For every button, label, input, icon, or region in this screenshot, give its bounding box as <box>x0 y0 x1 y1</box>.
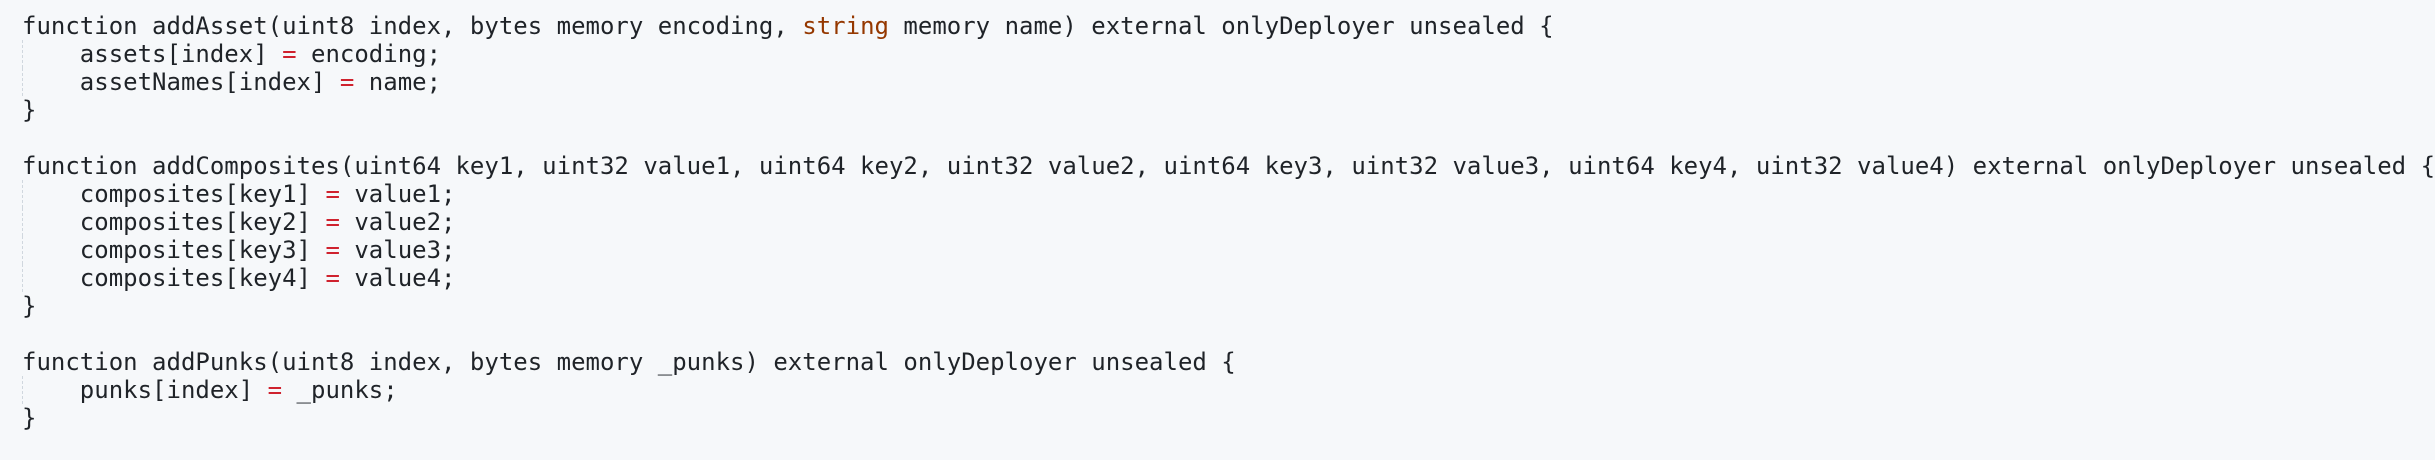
code-token: assetNames[index] <box>22 68 340 96</box>
code-token: _punks; <box>282 376 398 404</box>
type-keyword-token: string <box>802 12 889 40</box>
code-line: composites[key4] = value4; <box>22 264 1752 292</box>
code-token: value2; <box>339 208 456 236</box>
indent-guide <box>22 68 23 96</box>
operator-token: = <box>267 376 283 404</box>
blank-line <box>22 124 1752 152</box>
code-line: function addAsset(uint8 index, bytes mem… <box>22 12 1752 40</box>
code-token: function addPunks(uint8 index, bytes mem… <box>22 348 1236 376</box>
operator-token: = <box>339 68 355 96</box>
code-token: memory name) external onlyDeployer unsea… <box>888 12 1554 40</box>
code-token: composites[key1] <box>22 180 326 208</box>
operator-token: = <box>325 264 340 292</box>
code-line: } <box>22 292 1752 320</box>
code-token: encoding; <box>296 40 442 68</box>
code-token: punks[index] <box>22 376 268 404</box>
indent-guide <box>22 180 23 208</box>
code-token: composites[key3] <box>22 236 326 264</box>
code-token: value3; <box>339 236 456 264</box>
code-line: composites[key2] = value2; <box>22 208 1752 236</box>
code-token: } <box>22 96 37 124</box>
blank-line <box>22 320 1752 348</box>
code-token: } <box>22 292 37 320</box>
code-line: function addPunks(uint8 index, bytes mem… <box>22 348 1752 376</box>
code-block: function addAsset(uint8 index, bytes mem… <box>22 12 2435 432</box>
operator-token: = <box>325 236 340 264</box>
operator-token: = <box>282 40 297 68</box>
indent-guide <box>22 236 23 264</box>
code-line: composites[key1] = value1; <box>22 180 1752 208</box>
code-line: function addComposites(uint64 key1, uint… <box>22 152 2435 180</box>
code-token: value1; <box>339 180 456 208</box>
code-token: value4; <box>339 264 456 292</box>
code-line: assets[index] = encoding; <box>22 40 1752 68</box>
code-token: composites[key2] <box>22 208 326 236</box>
code-line: assetNames[index] = name; <box>22 68 1752 96</box>
code-token: assets[index] <box>22 40 283 68</box>
code-token: name; <box>354 68 442 96</box>
code-token: } <box>22 404 37 432</box>
code-token: composites[key4] <box>22 264 326 292</box>
operator-token: = <box>325 180 340 208</box>
code-token: function addComposites(uint64 key1, uint… <box>22 152 2435 180</box>
code-line: } <box>22 404 1752 432</box>
indent-guide <box>22 376 23 404</box>
indent-guide <box>22 40 23 68</box>
code-line: punks[index] = _punks; <box>22 376 1752 404</box>
operator-token: = <box>325 208 340 236</box>
code-line: composites[key3] = value3; <box>22 236 1752 264</box>
indent-guide <box>22 264 23 292</box>
indent-guide <box>22 208 23 236</box>
code-line: } <box>22 96 1752 124</box>
code-token: function addAsset(uint8 index, bytes mem… <box>22 12 803 40</box>
